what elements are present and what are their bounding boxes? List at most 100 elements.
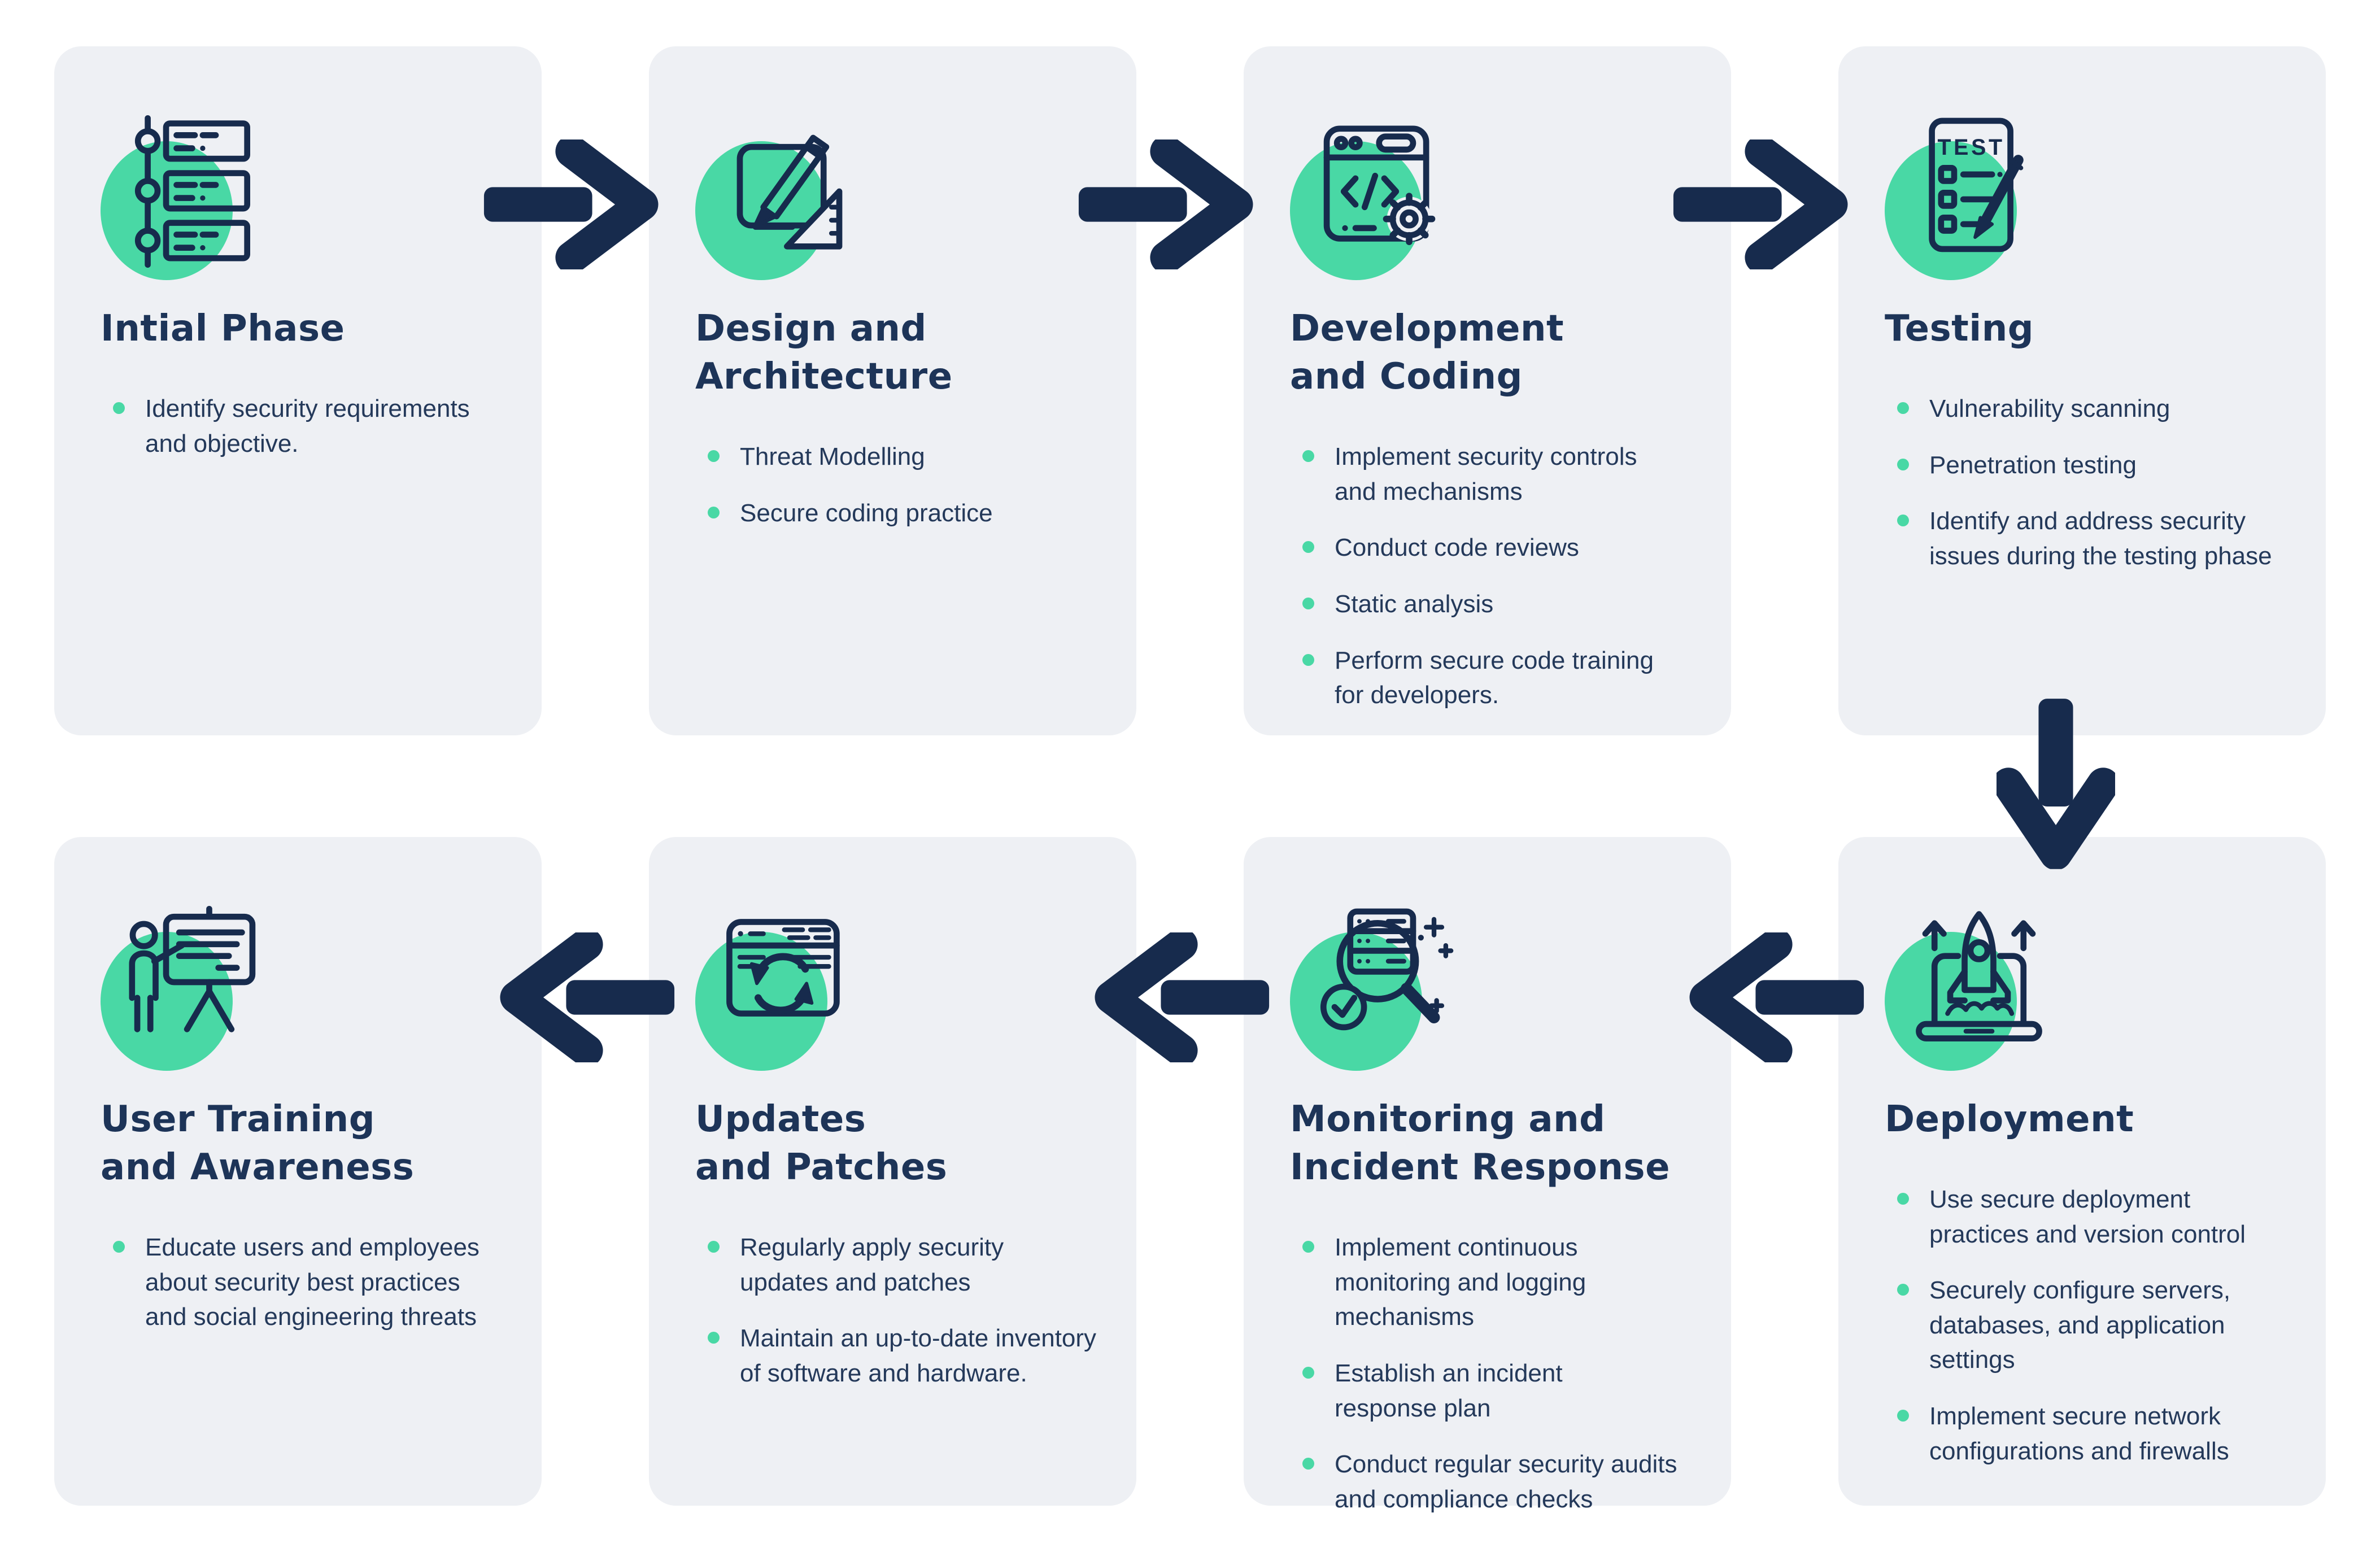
- bullet-item: Vulnerability scanning: [1897, 391, 2293, 426]
- flow-arrow-right-design-and-architecture-to-development-and-coding: [1075, 139, 1262, 269]
- bullet-text: Establish an incident response plan: [1335, 1359, 1563, 1422]
- bullet-item: Identify security requirements and objec…: [113, 391, 509, 461]
- phase-icon-wrap: [1290, 113, 1465, 289]
- flow-arrow-left-monitoring-and-incident-response-to-updates-and-patches: [1086, 932, 1272, 1062]
- bullet-dot: [1897, 515, 1909, 527]
- browser-refresh-icon: [711, 904, 868, 1061]
- magnifier-server-check-icon: [1306, 904, 1463, 1061]
- bullet-item: Establish an incident response plan: [1302, 1356, 1698, 1425]
- bullet-item: Implement continuous monitoring and logg…: [1302, 1230, 1698, 1335]
- bullet-list: Use secure deployment practices and vers…: [1885, 1182, 2293, 1468]
- blueprint-pencil-icon: [711, 113, 868, 270]
- bullet-dot: [1302, 1458, 1314, 1470]
- bullet-dot: [1302, 598, 1314, 609]
- bullet-text: Implement security controls and mechanis…: [1335, 443, 1637, 505]
- bullet-item: Securely configure servers, databases, a…: [1897, 1273, 2293, 1377]
- phase-title: Monitoring and Incident Response: [1290, 1098, 1671, 1189]
- card-intial-phase: Intial Phase Identify security requireme…: [54, 46, 542, 735]
- bullet-text: Penetration testing: [1929, 451, 2137, 479]
- bullet-text: Maintain an up-to-date inventory of soft…: [740, 1324, 1097, 1387]
- bullet-text: Regularly apply security updates and pat…: [740, 1233, 1004, 1296]
- presenter-whiteboard-icon: [116, 904, 273, 1061]
- bullet-list: Educate users and employees about securi…: [101, 1230, 509, 1335]
- flow-arrow-left-deployment-to-monitoring-and-incident-response: [1681, 932, 1867, 1062]
- bullet-dot: [1302, 653, 1314, 666]
- bullet-text: Conduct regular security audits and comp…: [1335, 1450, 1677, 1513]
- bullet-text: Identify security requirements and objec…: [145, 395, 470, 457]
- bullet-dot: [1897, 458, 1909, 470]
- phase-title: Updates and Patches: [695, 1098, 948, 1189]
- bullet-text: Use secure deployment practices and vers…: [1929, 1185, 2246, 1248]
- bullet-item: Identify and address security issues dur…: [1897, 504, 2293, 573]
- bullet-list: Regularly apply security updates and pat…: [695, 1230, 1104, 1390]
- bullet-dot: [1302, 1241, 1314, 1253]
- phase-title: Development and Coding: [1290, 308, 1564, 398]
- bullet-dot: [1897, 1284, 1909, 1296]
- right-arrow-icon: [1670, 139, 1856, 269]
- bullet-list: Implement security controls and mechanis…: [1290, 439, 1698, 713]
- flow-arrow-right-intial-phase-to-design-and-architecture: [481, 139, 667, 269]
- phase-title: Deployment: [1885, 1098, 2134, 1140]
- bullet-item: Threat Modelling: [708, 439, 1104, 474]
- cards-grid: Intial Phase Identify security requireme…: [54, 46, 2326, 1513]
- flow-arrow-left-updates-and-patches-to-user-training-and-awareness: [491, 932, 678, 1062]
- phase-icon-wrap: [695, 113, 870, 289]
- bullet-item: Regularly apply security updates and pat…: [708, 1230, 1104, 1300]
- bullet-dot: [1897, 402, 1909, 415]
- right-arrow-icon: [481, 139, 667, 269]
- bullet-text: Conduct code reviews: [1335, 534, 1579, 562]
- bullet-dot: [1897, 1193, 1909, 1205]
- left-arrow-icon: [1681, 932, 1867, 1062]
- card-monitoring-and-incident-response: Monitoring and Incident Response Impleme…: [1244, 837, 1731, 1513]
- card-design-and-architecture: Design and Architecture Threat Modelling…: [649, 46, 1136, 735]
- phase-icon-wrap: [1885, 113, 2060, 289]
- flow-arrow-down-testing-to-deployment: [1997, 695, 2115, 871]
- phase-title: User Training and Awareness: [101, 1098, 415, 1189]
- card-updates-and-patches: Updates and Patches Regularly apply secu…: [649, 837, 1136, 1506]
- phase-icon-wrap: [1885, 904, 2060, 1080]
- bullet-text: Educate users and employees about securi…: [145, 1233, 480, 1331]
- bullet-text: Implement secure network configurations …: [1929, 1402, 2229, 1465]
- right-arrow-icon: [1075, 139, 1262, 269]
- bullet-item: Educate users and employees about securi…: [113, 1230, 509, 1335]
- bullet-dot: [1302, 1367, 1314, 1379]
- bullet-item: Perform secure code training for develop…: [1302, 643, 1698, 713]
- bullet-item: Static analysis: [1302, 587, 1698, 622]
- bullet-dot: [113, 1241, 125, 1253]
- rocket-laptop-icon: [1900, 904, 2058, 1061]
- down-arrow-icon: [1997, 695, 2115, 871]
- phase-icon-wrap: [101, 113, 276, 289]
- flow-arrow-right-development-and-coding-to-testing: [1670, 139, 1856, 269]
- bullet-text: Secure coding practice: [740, 499, 993, 527]
- left-arrow-icon: [491, 932, 678, 1062]
- bullet-dot: [1302, 541, 1314, 553]
- bullet-item: Implement secure network configurations …: [1897, 1399, 2293, 1468]
- phase-icon-wrap: [695, 904, 870, 1080]
- bullet-text: Perform secure code training for develop…: [1335, 646, 1654, 709]
- process-roadmap-icon: [116, 113, 273, 270]
- bullet-dot: [708, 450, 720, 463]
- bullet-text: Implement continuous monitoring and logg…: [1335, 1233, 1586, 1331]
- bullet-text: Threat Modelling: [740, 443, 925, 471]
- bullet-list: Implement continuous monitoring and logg…: [1290, 1230, 1698, 1516]
- card-deployment: Deployment Use secure deployment practic…: [1838, 837, 2326, 1506]
- bullet-list: Identify security requirements and objec…: [101, 391, 509, 461]
- phase-title: Intial Phase: [101, 308, 345, 350]
- bullet-item: Use secure deployment practices and vers…: [1897, 1182, 2293, 1252]
- bullet-dot: [113, 402, 125, 415]
- left-arrow-icon: [1086, 932, 1272, 1062]
- phase-icon-wrap: [101, 904, 276, 1080]
- bullet-dot: [708, 1241, 720, 1253]
- bullet-text: Static analysis: [1335, 590, 1494, 618]
- bullet-dot: [1897, 1410, 1909, 1422]
- test-checklist-icon: [1900, 113, 2058, 270]
- phase-icon-wrap: [1290, 904, 1465, 1080]
- bullet-item: Maintain an up-to-date inventory of soft…: [708, 1321, 1104, 1390]
- bullet-text: Identify and address security issues dur…: [1929, 507, 2272, 570]
- bullet-item: Secure coding practice: [708, 496, 1104, 531]
- bullet-text: Vulnerability scanning: [1929, 395, 2170, 423]
- bullet-item: Implement security controls and mechanis…: [1302, 439, 1698, 509]
